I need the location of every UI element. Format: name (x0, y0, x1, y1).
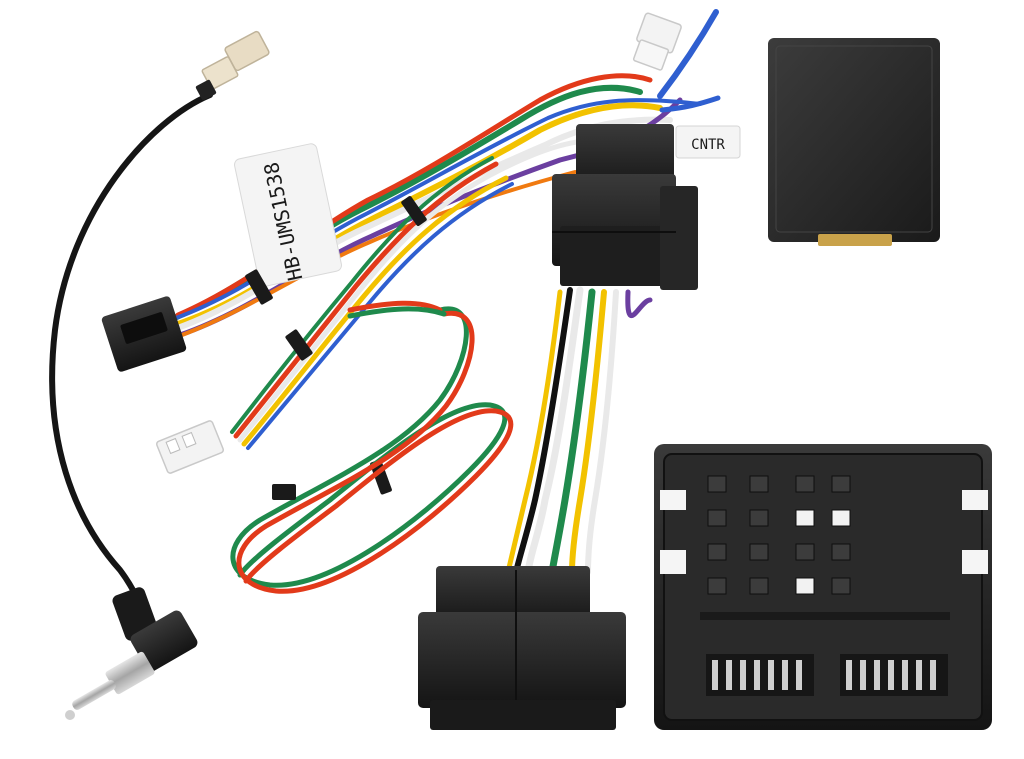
white-plug-lower (155, 420, 225, 474)
bottom-black-connector (418, 566, 626, 730)
antenna-beige-plug (195, 30, 270, 101)
antenna-cable (49, 30, 270, 720)
center-black-connector (552, 124, 698, 290)
wire-bundle-center (505, 286, 653, 576)
antenna-plug (65, 587, 198, 720)
twisted-pair (230, 300, 514, 594)
harness-tag: HB-UMS1538 (234, 143, 342, 287)
module-tag-text: CNTR (691, 137, 725, 153)
quadlock-connector (654, 444, 992, 730)
module-tag: CNTR (675, 125, 741, 159)
interface-module-box (768, 38, 940, 246)
blue-wire-ends (657, 9, 721, 113)
quadlock-terminal-rows (706, 654, 948, 696)
white-plug-upper (632, 12, 682, 71)
small-black-connector (101, 296, 187, 372)
quadlock-pin-grid (707, 475, 851, 595)
cable-ties (245, 196, 427, 495)
